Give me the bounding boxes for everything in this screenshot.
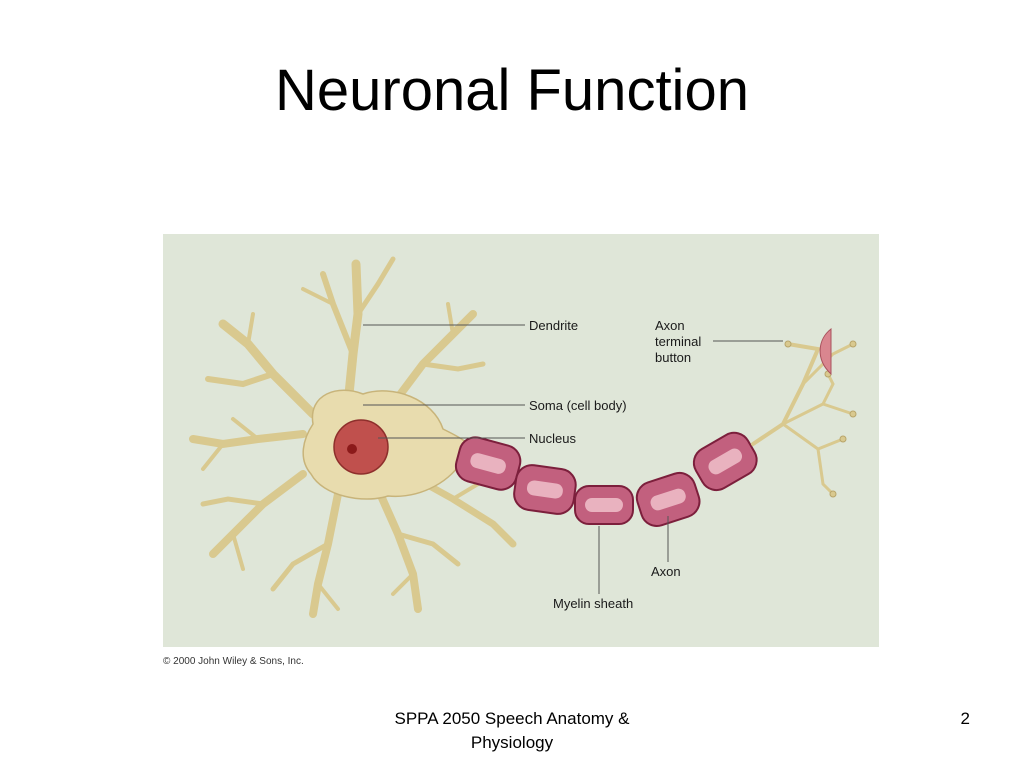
axon-terminal-branches xyxy=(751,342,855,496)
slide-number: 2 xyxy=(960,709,970,728)
label-axon-terminal-line1: Axon xyxy=(655,318,685,333)
copyright-notice: © 2000 John Wiley & Sons, Inc. xyxy=(163,656,304,667)
leader-lines xyxy=(363,324,783,594)
label-axon-terminal-line2: terminal xyxy=(655,334,701,349)
nucleus xyxy=(333,419,389,475)
dendrites xyxy=(189,256,517,618)
neuron-diagram: Dendrite Soma (cell body) Nucleus Axon t… xyxy=(163,234,879,647)
label-nucleus: Nucleus xyxy=(529,431,576,446)
label-axon-terminal-line3: button xyxy=(655,350,691,365)
myelin-sheath xyxy=(454,431,758,527)
slide-title: Neuronal Function xyxy=(275,58,749,123)
footer-course-line2: Physiology xyxy=(470,733,554,752)
label-axon: Axon xyxy=(651,564,681,579)
label-dendrite: Dendrite xyxy=(529,318,578,333)
label-soma: Soma (cell body) xyxy=(529,398,627,413)
neuron-illustration: Dendrite Soma (cell body) Nucleus Axon t… xyxy=(163,234,879,647)
footer-course-title: SPPA 2050 Speech Anatomy & Physiology xyxy=(362,707,662,755)
label-myelin-sheath: Myelin sheath xyxy=(553,596,633,611)
footer-course-line1: SPPA 2050 Speech Anatomy & xyxy=(394,709,630,728)
terminal-buttons xyxy=(784,340,857,498)
nucleolus xyxy=(347,444,357,454)
target-cell xyxy=(819,327,832,376)
